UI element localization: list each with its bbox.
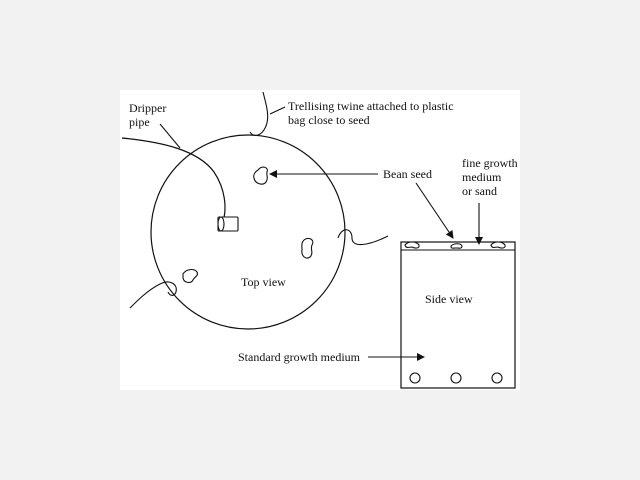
dripper-pipe: [121, 137, 226, 219]
twine-strand-top: [249, 91, 269, 136]
top-view-label: Top view: [241, 275, 286, 289]
side-view-label: Side view: [425, 292, 473, 306]
bean-seed-icon: [450, 243, 463, 249]
standard-growth-medium-label: Standard growth medium: [238, 350, 360, 364]
bean-seed-side-arrow: [415, 182, 454, 239]
bean-seed-icon: [301, 237, 314, 259]
trellising-twine-label-line-2: bag close to seed: [288, 113, 370, 127]
fine-growth-medium-label: fine growth medium or sand: [462, 156, 518, 198]
top-view-bag-circle: [150, 134, 346, 330]
fine-growth-medium-label-line-3: or sand: [462, 184, 497, 198]
drainage-hole: [491, 372, 503, 384]
twine-strand-right: [337, 229, 389, 246]
side-view-bag: [400, 241, 516, 389]
bean-seed-icon: [182, 269, 198, 283]
bean-seed-icon: [404, 241, 420, 249]
trellising-twine-label-line-1: Trellising twine attached to plastic: [288, 99, 454, 113]
bean-seed-icon: [490, 241, 506, 249]
dripper-pipe-label: Dripper pipe: [129, 101, 166, 129]
dripper-emitter: [217, 216, 239, 232]
drainage-hole: [409, 372, 421, 384]
trellising-twine-label: Trellising twine attached to plastic bag…: [288, 99, 454, 127]
dripper-pipe-leader: [159, 123, 181, 149]
dripper-pipe-label-line-1: Dripper: [129, 101, 167, 115]
fine-growth-medium-label-line-2: medium: [462, 170, 502, 184]
drainage-hole: [450, 372, 462, 384]
bean-seed-label: Bean seed: [383, 167, 432, 181]
fine-growth-medium-label-line-1: fine growth: [462, 156, 518, 170]
dripper-pipe-label-line-2: pipe: [129, 115, 150, 129]
twine-strand-left: [129, 281, 177, 309]
twine-leader: [269, 106, 286, 115]
bean-seed-icon: [253, 166, 268, 185]
